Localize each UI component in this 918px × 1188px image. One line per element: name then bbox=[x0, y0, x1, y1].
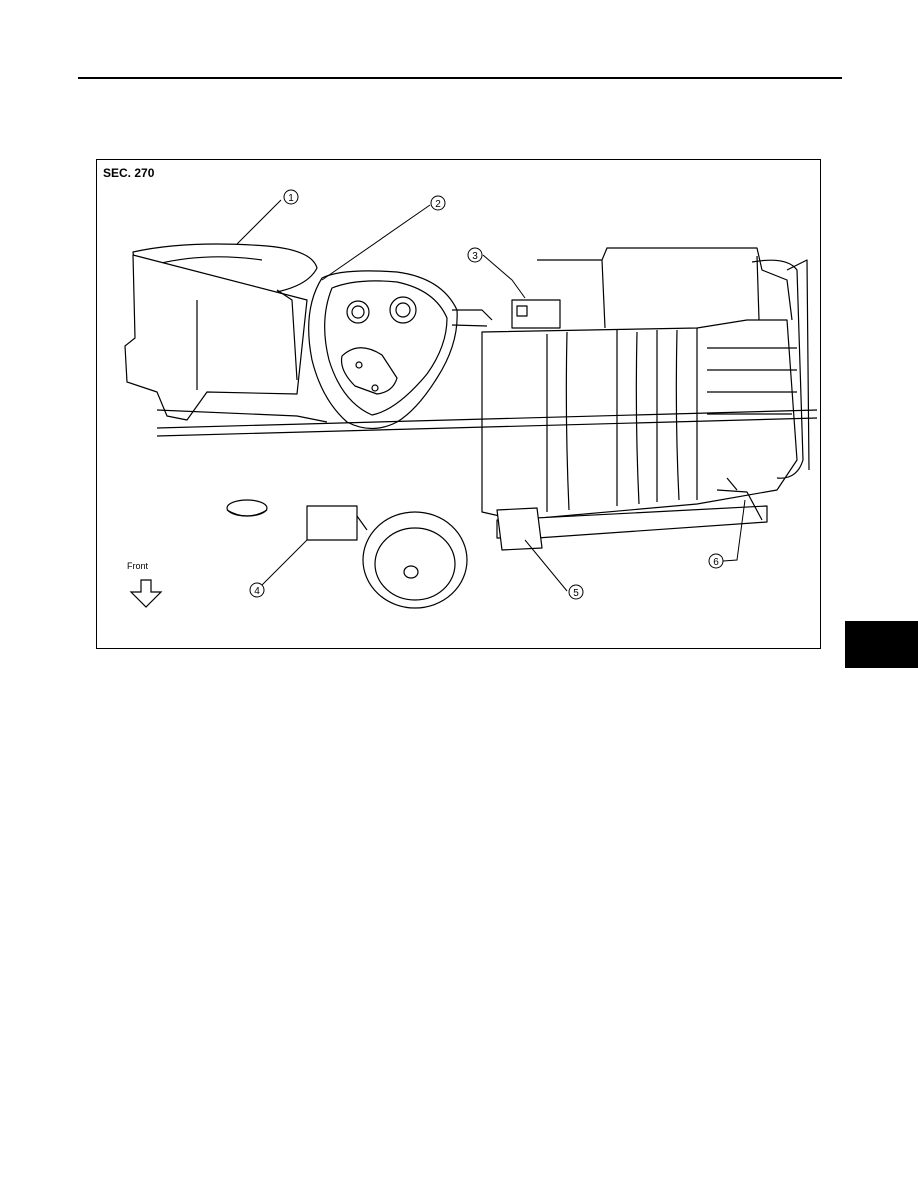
motor-actuator-4 bbox=[306, 505, 358, 541]
svg-text:6: 6 bbox=[713, 557, 719, 568]
callout-5: 5 bbox=[568, 584, 584, 600]
callout-4: 4 bbox=[249, 582, 265, 598]
svg-text:4: 4 bbox=[254, 586, 260, 597]
callout-2: 2 bbox=[430, 195, 446, 211]
main-housing bbox=[156, 247, 818, 539]
svg-text:5: 5 bbox=[573, 588, 579, 599]
heater-core-cover bbox=[308, 270, 493, 430]
header-rule bbox=[78, 77, 842, 79]
actuator-5 bbox=[496, 507, 543, 551]
connector-3 bbox=[511, 299, 561, 329]
svg-text:2: 2 bbox=[435, 199, 441, 210]
svg-text:1: 1 bbox=[288, 193, 294, 204]
callout-6: 6 bbox=[708, 553, 724, 569]
callout-3: 3 bbox=[467, 247, 483, 263]
callout-1: 1 bbox=[283, 189, 299, 205]
heater-unit-illustration: 1 2 3 4 5 6 bbox=[124, 189, 818, 609]
blower-motor-wheel bbox=[346, 507, 468, 609]
figure-frame: 1 2 3 4 5 6 SEC. 270 Front bbox=[96, 159, 821, 649]
front-label: Front bbox=[127, 561, 149, 571]
section-label: SEC. 270 bbox=[103, 166, 155, 180]
svg-text:3: 3 bbox=[472, 251, 478, 262]
intake-unit bbox=[124, 243, 328, 423]
front-arrow-icon bbox=[129, 579, 163, 608]
side-tab bbox=[845, 621, 918, 668]
